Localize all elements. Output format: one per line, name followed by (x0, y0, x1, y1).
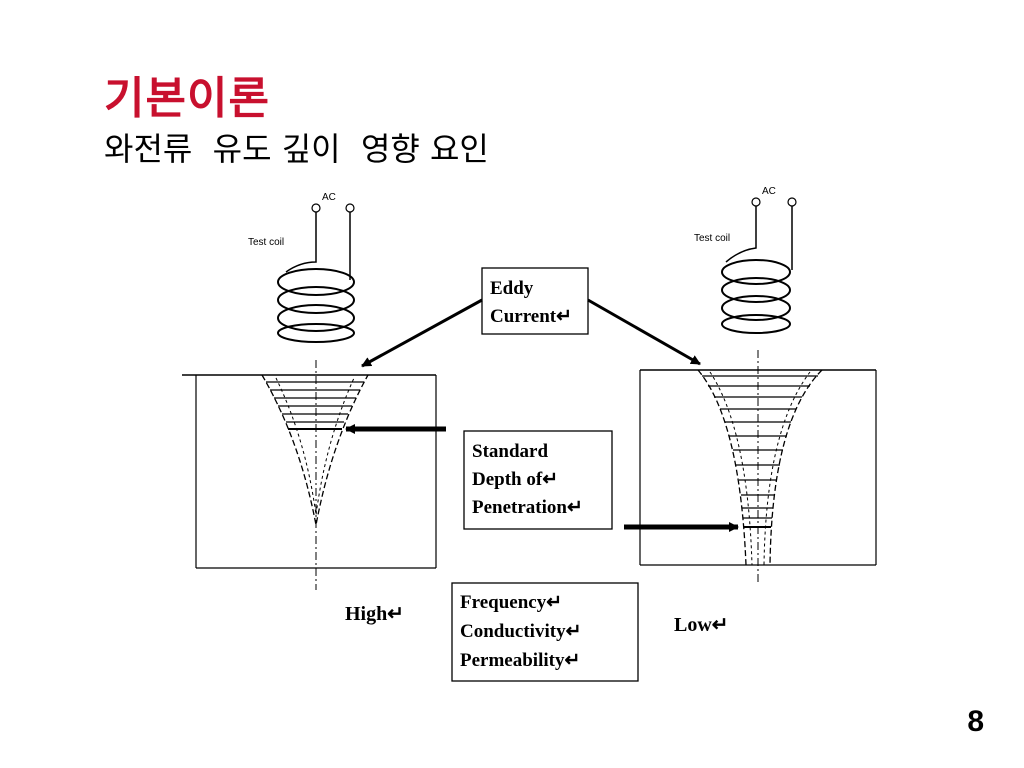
low-label: Low↵ (674, 614, 729, 636)
page-number: 8 (967, 705, 984, 738)
factor-frequency: Frequency↵ (460, 592, 562, 613)
eddy-arrow-left (361, 298, 483, 368)
left-specimen-block (182, 374, 437, 569)
page-title: 기본이론 (104, 73, 270, 124)
left-coil-label: Test coil (248, 237, 284, 248)
eddy-current-label-line2: Current↵ (490, 306, 572, 327)
left-test-coil (277, 203, 355, 343)
right-test-coil (721, 197, 797, 334)
standard-depth-box (463, 430, 613, 530)
page-subtitle: 와전류 유도 깊이 영향 요인 (104, 130, 489, 168)
high-label: High↵ (345, 603, 404, 625)
left-ac-label: AC (322, 192, 336, 203)
left-penetration-cone (261, 360, 369, 590)
factors-box (451, 582, 639, 682)
sdp-label-line1: Standard (472, 441, 548, 462)
factor-conductivity: Conductivity↵ (460, 621, 582, 642)
factor-permeability: Permeability↵ (460, 650, 580, 671)
sdp-label-line3: Penetration↵ (472, 497, 583, 518)
eddy-current-label-line1: Eddy (490, 278, 534, 299)
eddy-arrow-right (587, 298, 701, 366)
right-coil-label: Test coil (694, 233, 730, 244)
eddy-current-box (481, 267, 589, 335)
right-penetration-cone (697, 350, 823, 585)
right-ac-label: AC (762, 186, 776, 197)
sdp-label-line2: Depth of↵ (472, 469, 558, 490)
